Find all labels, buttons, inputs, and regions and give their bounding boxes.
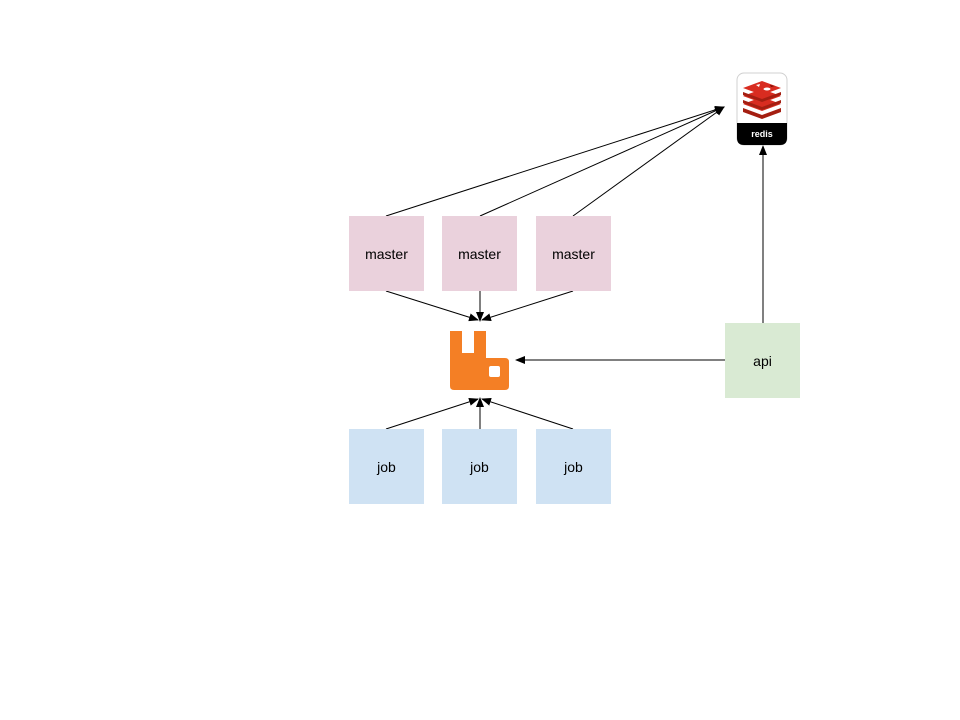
edge-master2-redis — [479, 106, 725, 217]
edge-master1-redis — [385, 105, 725, 217]
job-node-1[interactable]: job — [349, 429, 424, 504]
master-node-label: master — [458, 245, 501, 262]
job-node-label: job — [564, 458, 583, 475]
edge-job1-rabbit — [385, 397, 479, 430]
master-node-label: master — [365, 245, 408, 262]
master-node-label: master — [552, 245, 595, 262]
rabbitmq-icon[interactable] — [447, 328, 513, 392]
master-node-2[interactable]: master — [442, 216, 517, 291]
job-node-3[interactable]: job — [536, 429, 611, 504]
api-node-label: api — [753, 352, 772, 369]
edge-master3-rabbit — [481, 290, 574, 322]
edge-job3-rabbit — [481, 398, 574, 430]
job-node-label: job — [377, 458, 396, 475]
redis-icon[interactable]: redis — [736, 72, 788, 146]
master-node-1[interactable]: master — [349, 216, 424, 291]
redis-logo-text: redis — [751, 129, 773, 139]
job-node-label: job — [470, 458, 489, 475]
api-node[interactable]: api — [725, 323, 800, 398]
master-node-3[interactable]: master — [536, 216, 611, 291]
job-node-2[interactable]: job — [442, 429, 517, 504]
edge-master1-rabbit — [385, 290, 479, 322]
edge-master3-redis — [572, 106, 725, 217]
